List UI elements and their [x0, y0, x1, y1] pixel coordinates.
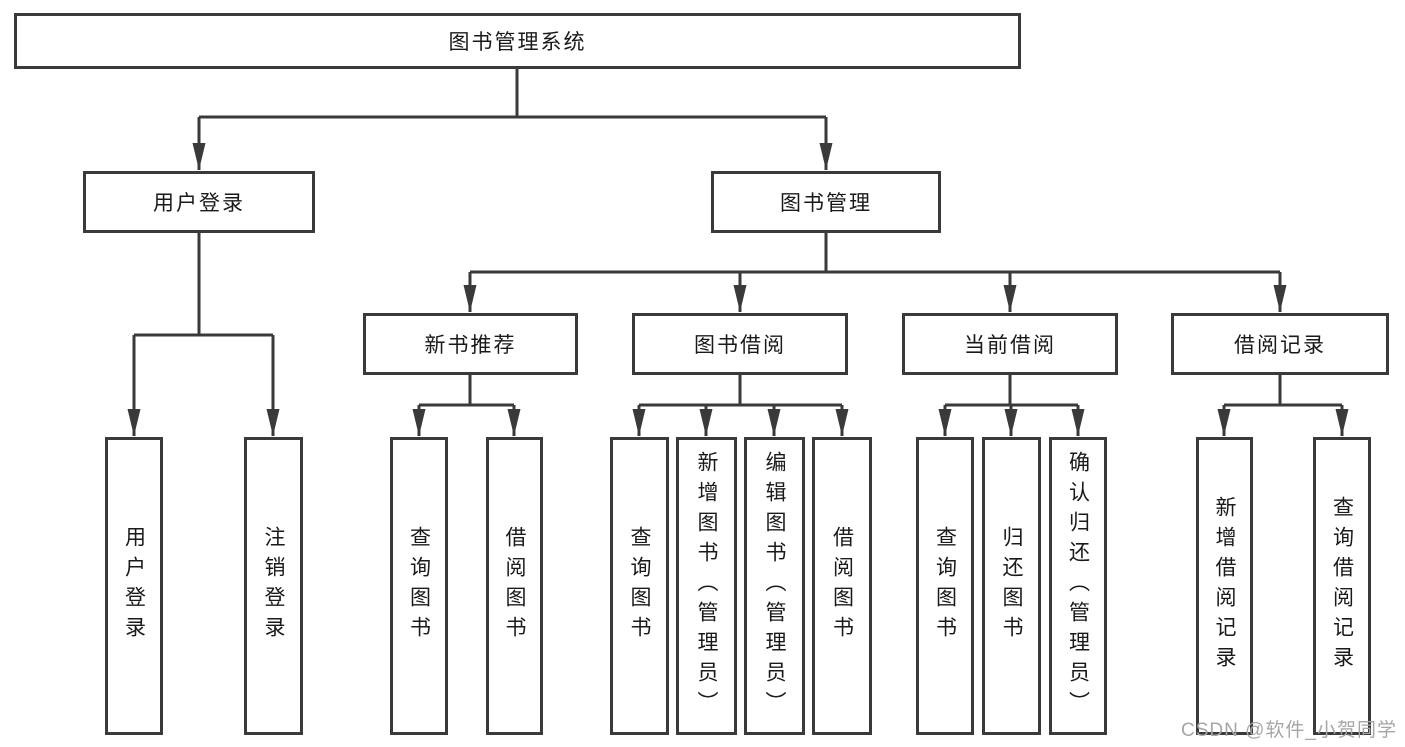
leaf-query-books-2-label: 查询图书	[628, 526, 652, 646]
node-book-borrowing: 图书借阅	[632, 313, 848, 375]
leaf-borrow-books-2: 借阅图书	[812, 437, 872, 735]
node-book-management-label: 图书管理	[780, 192, 872, 215]
leaf-edit-book-admin-label: 编辑图书（管理员）	[763, 451, 787, 721]
node-book-borrowing-label: 图书借阅	[694, 334, 786, 357]
leaf-query-books-1-label: 查询图书	[407, 526, 431, 646]
leaf-borrow-books-1: 借阅图书	[486, 437, 543, 735]
leaf-return-books: 归还图书	[982, 437, 1041, 735]
leaf-borrow-books-1-label: 借阅图书	[503, 526, 527, 646]
leaf-add-borrow-record-label: 新增借阅记录	[1213, 496, 1237, 676]
node-current-borrowing: 当前借阅	[902, 313, 1118, 375]
leaf-confirm-return-admin: 确认归还（管理员）	[1049, 437, 1107, 735]
node-root: 图书管理系统	[14, 13, 1021, 69]
leaf-query-books-2: 查询图书	[610, 437, 669, 735]
leaf-logout: 注销登录	[244, 437, 303, 735]
leaf-query-borrow-record-label: 查询借阅记录	[1330, 496, 1354, 676]
leaf-confirm-return-admin-label: 确认归还（管理员）	[1066, 451, 1090, 721]
leaf-query-books-3-label: 查询图书	[933, 526, 957, 646]
node-user-login: 用户登录	[83, 171, 315, 233]
leaf-logout-label: 注销登录	[262, 526, 286, 646]
node-borrowing-records: 借阅记录	[1171, 313, 1389, 375]
leaf-add-book-admin-label: 新增图书（管理员）	[695, 451, 719, 721]
node-new-book-recommend: 新书推荐	[363, 313, 578, 375]
leaf-user-login-label: 用户登录	[122, 526, 146, 646]
node-borrowing-records-label: 借阅记录	[1234, 334, 1326, 357]
leaf-query-borrow-record: 查询借阅记录	[1313, 437, 1371, 735]
node-book-management: 图书管理	[711, 171, 941, 233]
leaf-borrow-books-2-label: 借阅图书	[830, 526, 854, 646]
node-user-login-label: 用户登录	[153, 192, 245, 215]
leaf-edit-book-admin: 编辑图书（管理员）	[744, 437, 805, 735]
watermark: CSDN @软件_小贺同学	[1181, 720, 1397, 741]
node-root-label: 图书管理系统	[448, 31, 587, 54]
leaf-add-book-admin: 新增图书（管理员）	[676, 437, 737, 735]
node-new-book-recommend-label: 新书推荐	[424, 334, 517, 357]
leaf-query-books-3: 查询图书	[916, 437, 974, 735]
leaf-return-books-label: 归还图书	[1000, 526, 1024, 646]
leaf-user-login: 用户登录	[105, 437, 163, 735]
leaf-add-borrow-record: 新增借阅记录	[1196, 437, 1253, 735]
leaf-query-books-1: 查询图书	[390, 437, 448, 735]
node-current-borrowing-label: 当前借阅	[964, 334, 1056, 357]
